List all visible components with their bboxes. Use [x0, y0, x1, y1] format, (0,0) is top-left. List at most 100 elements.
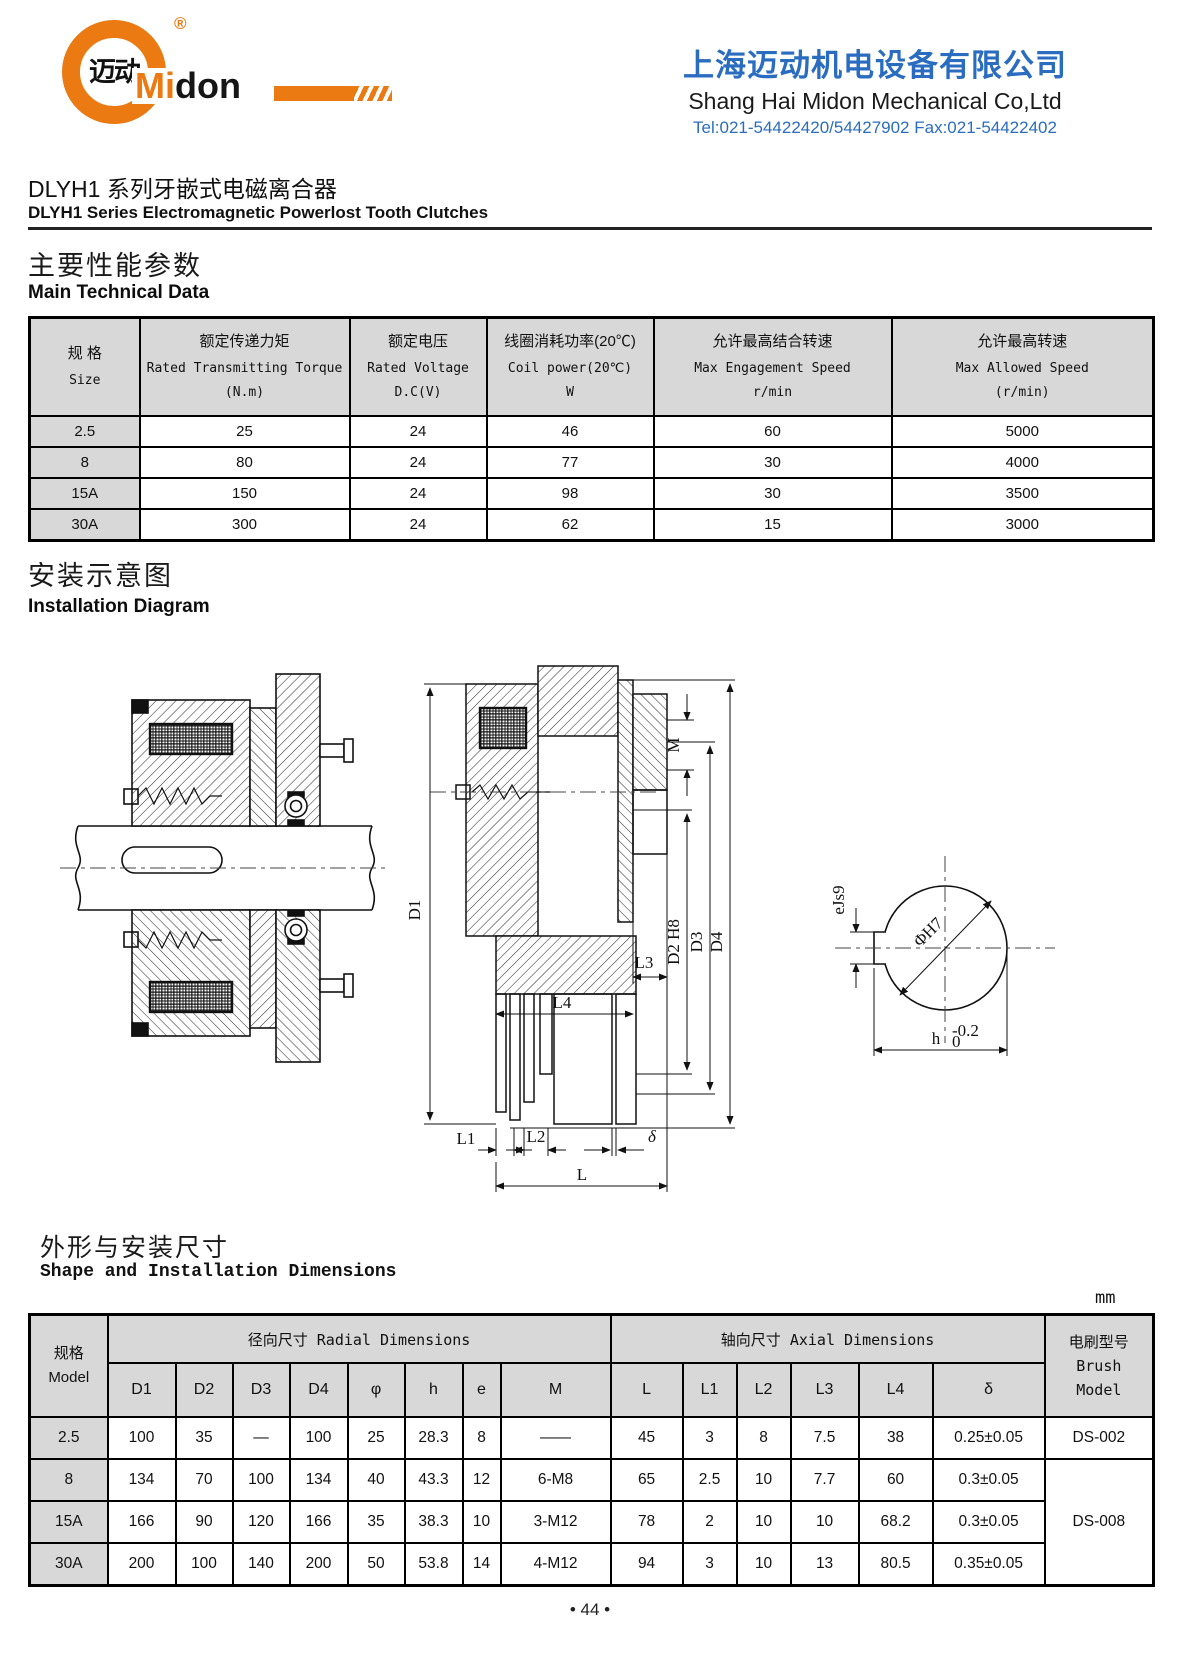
- cell: 62: [485, 508, 655, 541]
- cell: 30A: [28, 1542, 109, 1586]
- product-title-cn: DLYH1 系列牙嵌式电磁离合器: [28, 176, 337, 202]
- company-name-en: Shang Hai Midon Mechanical Co,Ltd: [688, 88, 1062, 114]
- cell: 5000: [890, 415, 1155, 448]
- company-name-cn: 上海迈动机电设备有限公司: [683, 48, 1067, 83]
- cell: 25: [346, 1416, 406, 1460]
- cell: 80.5: [857, 1542, 934, 1586]
- cell: 45: [609, 1416, 684, 1460]
- cell: 10: [735, 1458, 792, 1502]
- dim-label-ejs9: eJs9: [829, 885, 848, 914]
- cell: 30: [652, 446, 893, 479]
- cell: 134: [288, 1458, 349, 1502]
- dim-label-h-sub: 0: [952, 1032, 961, 1051]
- cell: 0.35±0.05: [931, 1542, 1046, 1586]
- cell: 150: [138, 477, 351, 510]
- cell: 77: [485, 446, 655, 479]
- cell: 3: [681, 1542, 738, 1586]
- unit-label: mm: [1095, 1288, 1116, 1308]
- dim-label-l4: L4: [553, 993, 572, 1012]
- clutch-cross-section-drawing: [60, 673, 390, 1064]
- dim-label-d2h8: D2 H8: [664, 919, 683, 965]
- cell: 120: [231, 1500, 291, 1544]
- cell: 4000: [890, 446, 1155, 479]
- column-header: D4: [288, 1362, 349, 1418]
- cell: 60: [857, 1458, 934, 1502]
- dim-label-l: L: [577, 1165, 587, 1184]
- cell: 28.3: [403, 1416, 464, 1460]
- column-header: D3: [231, 1362, 291, 1418]
- registered-trademark-icon: ®: [174, 14, 187, 33]
- company-block: 上海迈动机电设备有限公司 Shang Hai Midon Mechanical …: [660, 40, 1090, 138]
- cell: 100: [231, 1458, 291, 1502]
- cell: 166: [106, 1500, 177, 1544]
- column-header: L: [609, 1362, 684, 1418]
- cell: 10: [735, 1542, 792, 1586]
- column-header: D2: [174, 1362, 234, 1418]
- cell: 30: [652, 477, 893, 510]
- clutch-profile: [455, 665, 668, 1125]
- cell: 15A: [28, 1500, 109, 1544]
- dim-label-l3: L3: [635, 953, 654, 972]
- cell: ——: [499, 1416, 612, 1460]
- logo-don: don: [175, 65, 241, 106]
- column-header: e: [461, 1362, 502, 1418]
- cell: 78: [609, 1500, 684, 1544]
- column-header: L1: [681, 1362, 738, 1418]
- logo-bar-solid: [274, 86, 354, 101]
- column-header: L4: [857, 1362, 934, 1418]
- dim-label-delta: δ: [648, 1127, 657, 1146]
- cell: 4-M12: [499, 1542, 612, 1586]
- table-row: 8 134 70 100 134 40 43.3 12 6-M8 65 2.5 …: [28, 1458, 1155, 1586]
- column-header: L3: [789, 1362, 860, 1418]
- cell: DS-002: [1043, 1416, 1155, 1460]
- cell: 0.3±0.05: [931, 1500, 1046, 1544]
- cell: 6-M8: [499, 1458, 612, 1502]
- column-header: 线圈消耗功率(20℃)Coil power(20℃)W: [485, 316, 655, 417]
- cell: 14: [461, 1542, 502, 1586]
- table-row: 2.5 100 35 — 100 25 28.3 8 —— 45 3 8 7.5…: [28, 1416, 1155, 1460]
- dim-label-m: M: [664, 737, 683, 752]
- cell: 98: [485, 477, 655, 510]
- cell: 3: [681, 1416, 738, 1460]
- cell: 2: [681, 1500, 738, 1544]
- cell: 7.7: [789, 1458, 860, 1502]
- cell: 38.3: [403, 1500, 464, 1544]
- cell: 8: [461, 1416, 502, 1460]
- cell: 8: [28, 446, 141, 479]
- cell: 13: [789, 1542, 860, 1586]
- cell: 24: [348, 508, 488, 541]
- cell: 65: [609, 1458, 684, 1502]
- table-row: 15A 166 90 120 166 35 38.3 10 3-M12 78 2…: [28, 1500, 1154, 1544]
- section1-title-cn: 主要性能参数: [28, 251, 202, 281]
- cell: 40: [346, 1458, 406, 1502]
- cell: 200: [106, 1542, 177, 1586]
- table-row: 8 80 24 77 30 4000: [28, 446, 1155, 479]
- midon-logo: 迈动 ® Midon: [52, 6, 392, 136]
- section3-title-cn: 外形与安装尺寸: [40, 1234, 230, 1262]
- cell: 15: [652, 508, 893, 541]
- table-row: 15A 150 24 98 30 3500: [28, 477, 1155, 510]
- company-contact: Tel:021-54422420/54427902 Fax:021-544224…: [693, 118, 1057, 137]
- cell: 15A: [28, 477, 141, 510]
- column-header: δ: [931, 1362, 1046, 1418]
- page-number: • 44 •: [569, 1600, 611, 1619]
- dim-label-l1: L1: [457, 1129, 476, 1148]
- cell: 300: [138, 508, 351, 541]
- clutch-lower-half: [122, 908, 355, 1064]
- cell: 35: [174, 1416, 234, 1460]
- cell: 50: [346, 1542, 406, 1586]
- cell: 0.3±0.05: [931, 1458, 1046, 1502]
- cell: 2.5: [681, 1458, 738, 1502]
- column-header: D1: [106, 1362, 177, 1418]
- column-header: M: [499, 1362, 612, 1418]
- cell: 7.5: [789, 1416, 860, 1460]
- dim-label-h-sup: -0.2: [952, 1021, 979, 1040]
- cell: 100: [106, 1416, 177, 1460]
